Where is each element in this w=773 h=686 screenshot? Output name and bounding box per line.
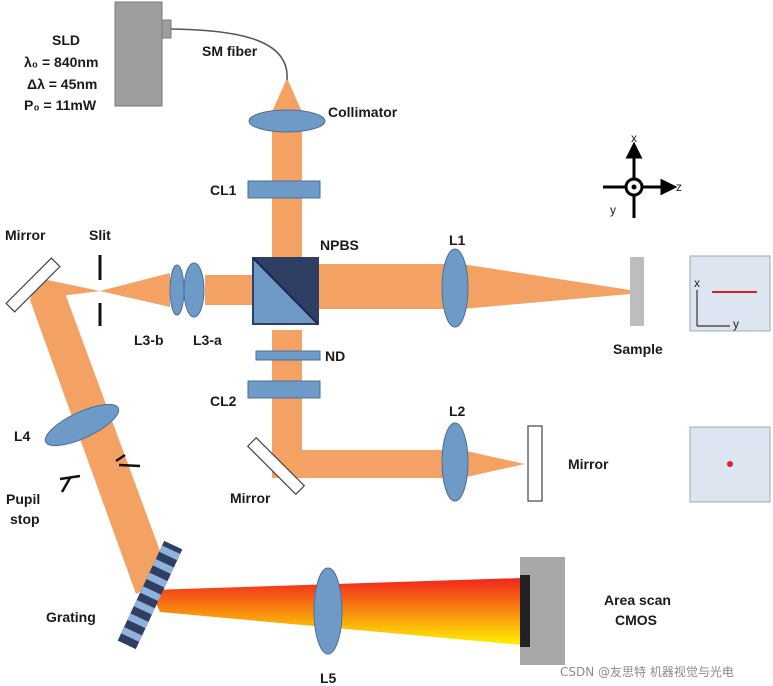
- l4-lens: [44, 403, 120, 447]
- grating-stripe: [140, 586, 162, 602]
- grating-stripe: [146, 572, 168, 588]
- labels: SLD λ₀ = 840nm Δλ = 45nm P₀ = 11mW SM fi…: [5, 32, 739, 686]
- beam-slit-right-cone: [100, 273, 170, 307]
- source-wavelength: λ₀ = 840nm: [24, 54, 98, 70]
- grating: [117, 540, 183, 650]
- beam-to-l2: [272, 450, 450, 478]
- axis-x-label: x: [631, 131, 637, 145]
- beam-to-l1: [318, 264, 448, 309]
- label-l3a: L3-a: [193, 332, 222, 348]
- label-l2: L2: [449, 403, 466, 419]
- beam-fiber-cone: [272, 78, 302, 112]
- grating-stripe: [133, 599, 155, 615]
- sld-source: [114, 1, 163, 107]
- label-mirror-right: Mirror: [568, 456, 609, 472]
- label-npbs: NPBS: [320, 237, 359, 253]
- optics: [44, 109, 469, 655]
- beams: [30, 78, 630, 594]
- l2-lens: [441, 422, 469, 502]
- inset-axes-icon: [696, 290, 730, 327]
- grating-stripe: [152, 559, 174, 574]
- axes-crosshair-icon: [603, 141, 678, 218]
- label-l4: L4: [14, 428, 31, 444]
- label-nd: ND: [325, 348, 345, 364]
- label-pupil-stop-1: Pupil: [6, 491, 40, 507]
- label-l1: L1: [449, 232, 466, 248]
- sm-fiber: [170, 28, 288, 81]
- label-cl1: CL1: [210, 182, 237, 198]
- label-sample: Sample: [613, 341, 663, 357]
- beam-to-l3: [205, 275, 253, 305]
- label-slit: Slit: [89, 227, 111, 243]
- label-grating: Grating: [46, 609, 96, 625]
- label-fiber: SM fiber: [202, 43, 258, 59]
- label-mirror-left: Mirror: [5, 227, 46, 243]
- beam-l2-focus: [462, 450, 525, 478]
- l5-lens: [313, 567, 343, 655]
- inset-line-panel: [689, 255, 771, 332]
- camera-sensor: [520, 575, 530, 647]
- dot-marker-icon: [727, 461, 733, 467]
- label-l3b: L3-b: [134, 332, 164, 348]
- collimator-lens: [248, 109, 326, 133]
- label-pupil-stop-2: stop: [10, 511, 40, 527]
- axis-y-label: y: [610, 203, 616, 217]
- label-mirror-ref: Mirror: [230, 490, 271, 506]
- l3b-lens: [169, 264, 185, 316]
- beam-l1-focus: [462, 264, 630, 309]
- grating-stripe: [127, 613, 149, 629]
- cl1-lens: [247, 180, 321, 199]
- npbs-diagonal: [252, 257, 319, 325]
- sample: [630, 257, 644, 326]
- label-cl2: CL2: [210, 393, 237, 409]
- watermark: CSDN @友思特 机器视觉与光电: [560, 664, 734, 679]
- axis-z-label: z: [676, 180, 682, 194]
- l1-lens: [441, 248, 469, 328]
- mirror-left: [5, 257, 61, 313]
- sld-connector: [161, 19, 172, 39]
- grating-stripe: [159, 545, 181, 561]
- mirror-right: [527, 425, 543, 502]
- mirror-reference: [246, 436, 306, 496]
- inset-x-label: x: [694, 276, 700, 290]
- inset-y-label: y: [733, 317, 739, 331]
- label-collimator: Collimator: [328, 104, 398, 120]
- pupil-stop: [59, 453, 141, 493]
- source-bandwidth: Δλ = 45nm: [27, 76, 97, 92]
- label-l5: L5: [320, 670, 337, 686]
- cl2-lens: [247, 380, 321, 399]
- source-power: P₀ = 11mW: [24, 97, 97, 113]
- l3a-lens: [183, 262, 205, 318]
- beam-diagonal: [30, 285, 170, 594]
- source-name: SLD: [52, 32, 80, 48]
- grating-stripe: [121, 627, 143, 642]
- label-camera-2: CMOS: [615, 612, 657, 628]
- label-camera-1: Area scan: [604, 592, 671, 608]
- beam-ref-corner: [272, 448, 302, 450]
- nd-filter: [255, 350, 321, 361]
